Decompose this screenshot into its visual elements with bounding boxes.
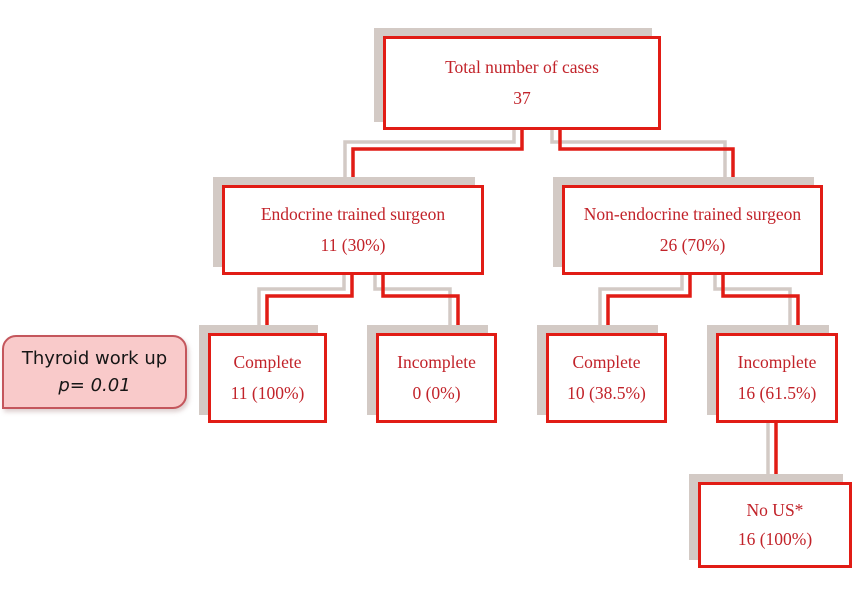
node-non-endocrine-surgeon: Non-endocrine trained surgeon 26 (70%) xyxy=(562,185,823,275)
node-non-endocrine-incomplete: Incomplete 16 (61.5%) xyxy=(716,333,838,423)
total-cases-value: 37 xyxy=(513,88,531,108)
total-cases-label: Total number of cases xyxy=(445,57,599,77)
connector-endocrine-to-complete xyxy=(265,275,354,333)
endocrine-complete-value: 11 (100%) xyxy=(230,383,305,403)
non-endocrine-surgeon-value: 26 (70%) xyxy=(659,235,726,255)
connector-total-to-non-endocrine xyxy=(558,130,735,185)
thyroid-workup-p-value: p= 0.01 xyxy=(58,375,131,396)
connector-shadows xyxy=(257,123,792,475)
non-endocrine-surgeon-label: Non-endocrine trained surgeon xyxy=(583,204,802,224)
non-endocrine-incomplete-label: Incomplete xyxy=(737,352,817,372)
endocrine-surgeon-value: 11 (30%) xyxy=(320,235,386,255)
no-ultrasound-label: No US* xyxy=(746,500,804,520)
non-endocrine-complete-label: Complete xyxy=(572,352,641,372)
no-ultrasound-value: 16 (100%) xyxy=(737,529,813,549)
node-endocrine-surgeon: Endocrine trained surgeon 11 (30%) xyxy=(222,185,484,275)
node-endocrine-incomplete: Incomplete 0 (0%) xyxy=(376,333,497,423)
node-endocrine-complete: Complete 11 (100%) xyxy=(208,333,327,423)
endocrine-surgeon-label: Endocrine trained surgeon xyxy=(260,204,446,224)
connector-non-endocrine-to-incomplete xyxy=(721,275,800,333)
node-total-cases: Total number of cases 37 xyxy=(383,36,661,130)
non-endocrine-complete-value: 10 (38.5%) xyxy=(567,383,646,403)
non-endocrine-incomplete-value: 16 (61.5%) xyxy=(737,383,817,403)
node-non-endocrine-complete: Complete 10 (38.5%) xyxy=(546,333,667,423)
connector-total-to-endocrine xyxy=(351,130,524,185)
node-no-ultrasound: No US* 16 (100%) xyxy=(698,482,852,568)
connector-non-endocrine-to-complete xyxy=(606,275,692,333)
thyroid-workup-label: Thyroid work up xyxy=(21,348,168,369)
endocrine-complete-label: Complete xyxy=(233,352,302,372)
endocrine-incomplete-value: 0 (0%) xyxy=(412,383,461,403)
endocrine-incomplete-label: Incomplete xyxy=(397,352,476,372)
connector-reds xyxy=(265,130,800,482)
connector-endocrine-to-incomplete xyxy=(381,275,460,333)
thyroid-workup-callout: Thyroid work up p= 0.01 xyxy=(2,335,187,409)
